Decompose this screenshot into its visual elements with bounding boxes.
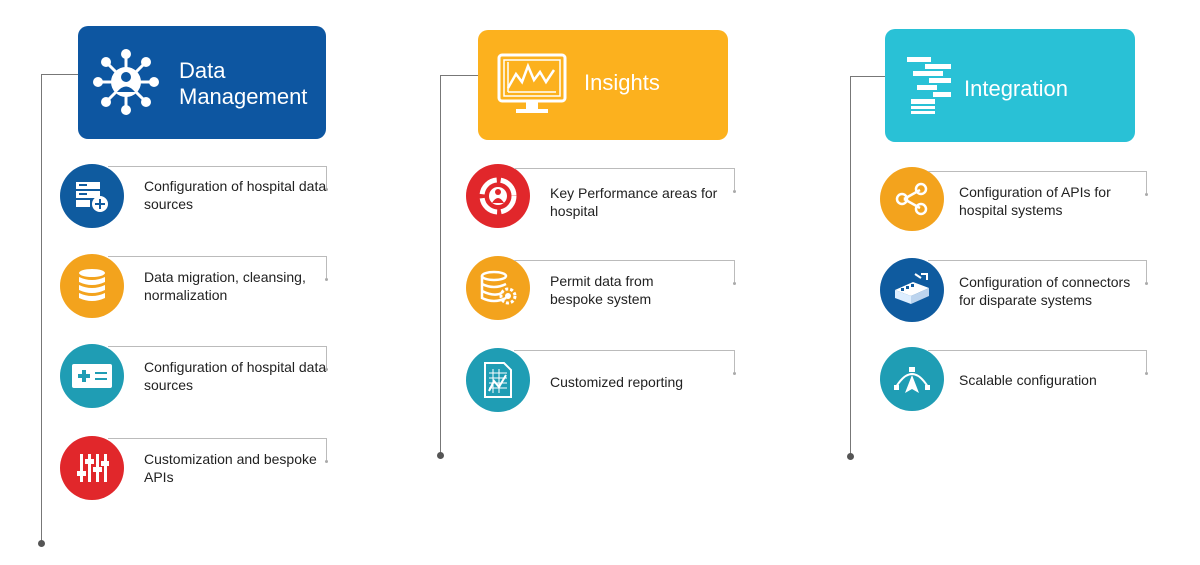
column-3-connector-line [850,76,851,456]
connector-icon [895,273,929,304]
item-icon-circle [880,167,944,231]
database-gear-icon [480,270,517,305]
network-user-icon [92,48,160,121]
column-2-end-dot [437,452,444,459]
item-label: Configuration of connectors for disparat… [959,274,1131,308]
data-management-header: Data Management [78,26,326,139]
share-icon [895,182,928,216]
insights-title: Insights [584,70,660,95]
item-icon-circle [880,347,944,411]
sliders-icon [77,454,109,482]
column-2-connector-line [440,75,441,455]
integration-header: Integration [885,29,1135,142]
target-user-icon [479,177,517,215]
item-icon-circle [466,348,530,412]
item-label: Customized reporting [550,374,684,390]
item-icon-circle [466,164,530,228]
item-label: Customization and bespoke APIs [144,451,317,485]
item-label: Configuration of APIs for hospital syste… [959,184,1111,218]
item-label: Configuration of hospital data sources [144,359,327,393]
server-add-icon [76,182,108,212]
database-icon [79,269,105,301]
item-icon-circle [60,344,124,408]
monitor-chart-icon [496,52,568,123]
item-icon-circle [60,436,124,500]
column-1-connector-branch [41,74,79,75]
vector-pen-icon [894,367,930,393]
column-3-end-dot [847,453,854,460]
column-1-connector-line [41,74,42,544]
data-management-title: Data Management [179,58,308,109]
stacked-bars-icon [905,57,953,124]
item-icon-circle [60,254,124,318]
item-icon-circle [60,164,124,228]
item-label: Scalable configuration [959,372,1097,388]
column-3-connector-branch [850,76,886,77]
card-plus-icon [72,364,112,388]
item-icon-circle [880,258,944,322]
item-label: Configuration of hospital data sources [144,178,327,212]
item-icon-circle [466,256,530,320]
item-label: Permit data from bespoke system [550,273,654,307]
column-2-connector-branch [440,75,480,76]
integration-title: Integration [964,76,1068,101]
report-chart-icon [484,362,512,398]
item-label: Data migration, cleansing, normalization [144,269,306,303]
item-label: Key Performance areas for hospital [550,185,718,219]
insights-header: Insights [478,30,728,140]
column-1-end-dot [38,540,45,547]
